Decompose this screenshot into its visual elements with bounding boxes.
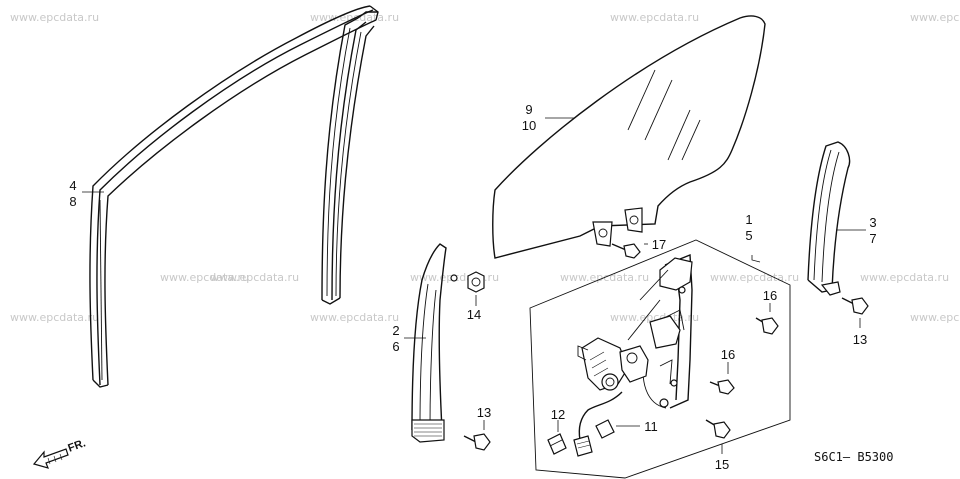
callout-number: 6 (392, 339, 400, 354)
callout-number: 9 (525, 102, 533, 117)
watermark: www.epcdata.ru (610, 311, 700, 324)
callout-17: 17 (651, 237, 667, 252)
callout-number: 2 (392, 323, 400, 338)
callout-number: 8 (69, 194, 77, 209)
glass-run-channel (321, 11, 378, 305)
callout-11: 11 (644, 419, 658, 434)
callout-number: 1 (745, 212, 753, 227)
callout-4-8: 4 8 (66, 178, 80, 210)
callout-3-7: 3 7 (866, 215, 880, 247)
motor-wiring-harness (573, 391, 623, 457)
regulator-box-outline (529, 239, 791, 479)
callout-number: 5 (745, 228, 753, 243)
diagram-code: S6C1— B5300 (814, 450, 894, 464)
nut-icon (467, 271, 485, 293)
callout-12: 12 (550, 407, 566, 422)
watermark: www.epcdata.ru (310, 311, 400, 324)
watermark: www.epcdata.ru (10, 11, 100, 24)
connector-icon (547, 433, 567, 455)
callout-14: 14 (466, 307, 482, 322)
callout-13: 13 (476, 405, 492, 420)
watermark: www.epcdata.ru (10, 311, 100, 324)
front-run-channel (411, 243, 458, 443)
watermark: www.epc (910, 11, 960, 24)
front-direction-arrow-icon (32, 448, 69, 469)
leader-lines (82, 117, 866, 454)
callout-16: 16 (762, 288, 778, 303)
watermark: www.epcdata.ru (160, 271, 250, 284)
bolt-icon (611, 243, 641, 259)
callout-16: 16 (720, 347, 736, 362)
watermark: www.epcdata.ru (860, 271, 950, 284)
callout-number: 3 (869, 215, 877, 230)
watermark: www.epcdata.ru (710, 271, 800, 284)
watermark: www.epcdata.ru (210, 271, 300, 284)
watermark: www.epc (910, 311, 960, 324)
callout-number: 4 (69, 178, 77, 193)
callout-15: 15 (714, 457, 730, 472)
callout-13: 13 (852, 332, 868, 347)
watermark: www.epcdata.ru (610, 11, 700, 24)
window-regulator-motor-icon (577, 337, 649, 391)
callout-number: 10 (521, 118, 537, 133)
callout-1-5: 1 5 (742, 212, 756, 244)
door-glass (492, 15, 766, 259)
callout-2-6: 2 6 (389, 323, 403, 355)
callout-9-10: 9 10 (518, 102, 540, 134)
callout-number: 7 (869, 231, 877, 246)
rear-run-channel (807, 141, 851, 296)
window-regulator (627, 253, 693, 409)
bolt-icon (463, 297, 869, 451)
